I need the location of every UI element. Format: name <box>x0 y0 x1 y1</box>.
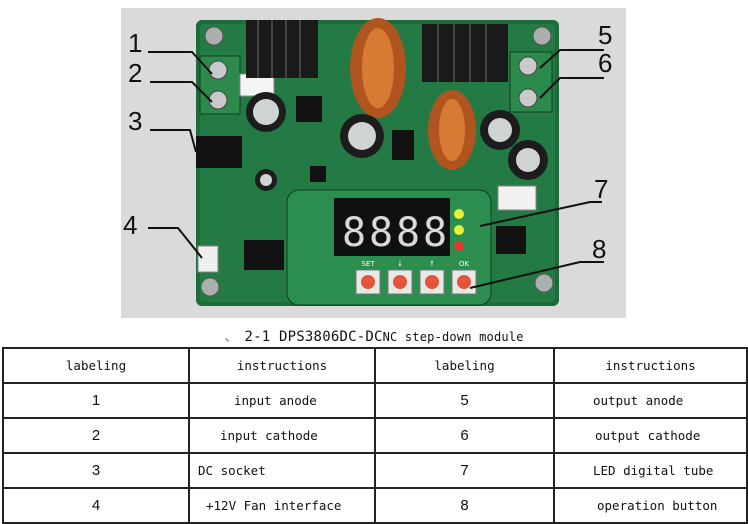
callout-4: 4 <box>123 210 137 240</box>
caption-suffix: NC step-down module <box>382 330 524 344</box>
fan-connector <box>197 245 219 273</box>
capacitors <box>246 92 548 191</box>
label-number: 4 <box>2 487 190 524</box>
caption-prefix: 2-1 DPS3806DC-DC <box>244 329 383 345</box>
spec-table: labeling instructions labeling instructi… <box>2 347 748 524</box>
label-number: 7 <box>374 452 555 489</box>
operation-button: ↓ <box>387 260 413 295</box>
button-label: ↑ <box>429 260 435 268</box>
led-digit: 8 <box>369 210 393 256</box>
button-label: SET <box>361 260 375 268</box>
label-number: 5 <box>374 382 555 419</box>
instruction-text: input anode <box>188 382 376 419</box>
led-digit: 8 <box>396 210 420 256</box>
button-label: OK <box>459 260 470 268</box>
figure-caption: 、 2-1 DPS3806DC-DCNC step-down module <box>0 326 748 346</box>
table-header-row: labeling instructions labeling instructi… <box>2 347 748 384</box>
callout-6: 6 <box>598 48 612 78</box>
led-digital-tube <box>334 198 450 256</box>
instruction-text: +12V Fan interface <box>188 487 376 524</box>
mounting-screws <box>200 26 554 297</box>
callout-1: 1 <box>128 28 142 58</box>
header-instructions-left: instructions <box>188 347 376 384</box>
caption-mark: 、 <box>224 329 239 345</box>
table-row: 3 DC socket 7 LED digital tube <box>2 452 748 489</box>
callout-3: 3 <box>128 106 142 136</box>
led-digit: 8 <box>423 210 447 256</box>
callout-5: 5 <box>598 20 612 50</box>
header-instructions-right: instructions <box>553 347 748 384</box>
operation-button: SET <box>355 260 381 295</box>
instruction-text: output cathode <box>553 417 748 454</box>
label-number: 3 <box>2 452 190 489</box>
instruction-text: operation button <box>553 487 748 524</box>
instruction-text: input cathode <box>188 417 376 454</box>
instruction-text: LED digital tube <box>553 452 748 489</box>
instruction-text: output anode <box>553 382 748 419</box>
operation-buttons: SET ↓ ↑ OK <box>355 260 477 295</box>
instruction-text: DC socket <box>188 452 376 489</box>
operation-button: OK <box>451 260 477 295</box>
table-row: 1 input anode 5 output anode <box>2 382 748 419</box>
button-label: ↓ <box>397 260 403 268</box>
status-leds <box>454 209 464 251</box>
table-row: 4 +12V Fan interface 8 operation button <box>2 487 748 524</box>
label-number: 6 <box>374 417 555 454</box>
header-labeling-right: labeling <box>374 347 555 384</box>
callout-7: 7 <box>594 174 608 204</box>
output-terminals <box>509 51 553 113</box>
inductors <box>350 18 476 170</box>
led-digit: 8 <box>342 210 366 256</box>
input-terminals <box>199 55 275 115</box>
operation-button: ↑ <box>419 260 445 295</box>
header-labeling-left: labeling <box>2 347 190 384</box>
callout-2: 2 <box>128 58 142 88</box>
dc-socket <box>196 136 242 168</box>
callout-lines <box>148 49 604 289</box>
table-row: 2 input cathode 6 output cathode <box>2 417 748 454</box>
label-number: 8 <box>374 487 555 524</box>
callout-8: 8 <box>592 234 606 264</box>
label-number: 2 <box>2 417 190 454</box>
label-number: 1 <box>2 382 190 419</box>
